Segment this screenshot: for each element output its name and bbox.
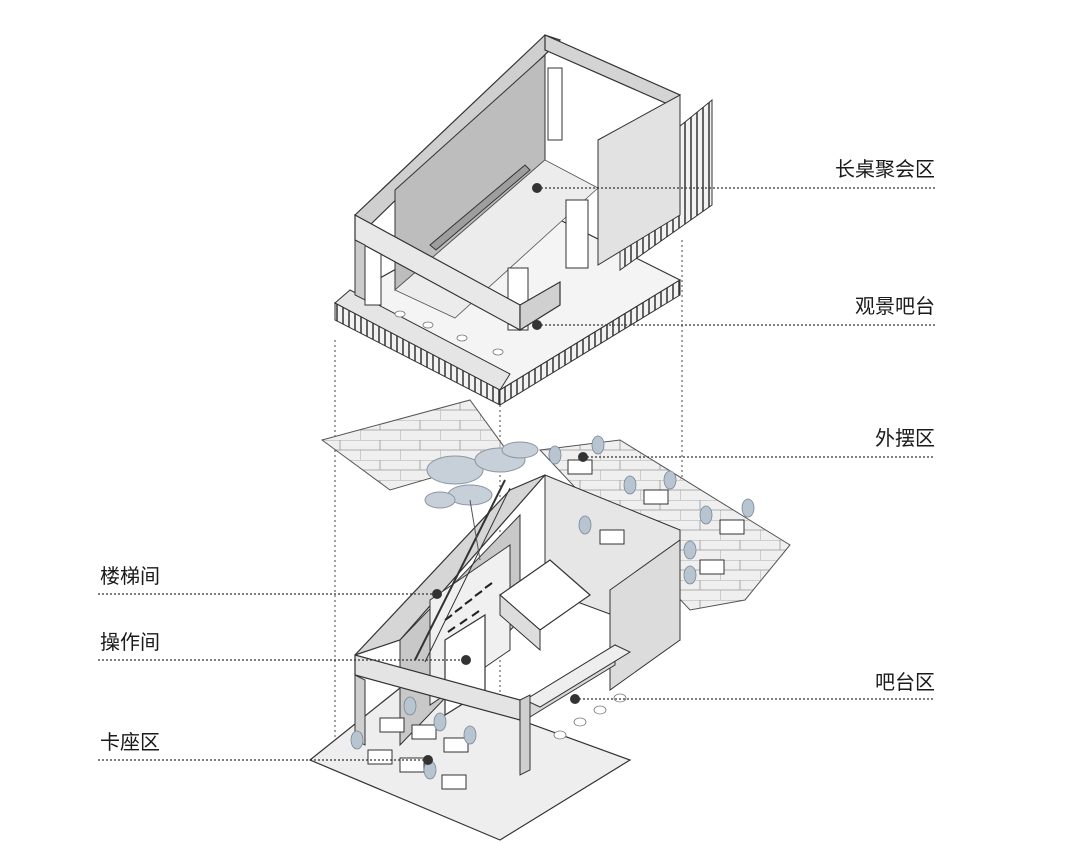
label-bar-area: 吧台区: [875, 670, 935, 694]
dot-view-bar: [532, 320, 542, 330]
dot-bar-area: [570, 694, 580, 704]
label-stairwell: 楼梯间: [100, 564, 160, 588]
label-booth-area: 卡座区: [100, 730, 160, 754]
dot-operation: [461, 655, 471, 665]
ground-level: [308, 399, 791, 841]
outdoor-furniture: [548, 435, 755, 585]
dot-stairwell: [432, 589, 442, 599]
leader-lines: [98, 187, 935, 761]
upper-level: [333, 34, 713, 406]
label-view-bar: 观景吧台: [855, 294, 935, 318]
dot-outdoor: [578, 452, 588, 462]
label-outdoor-area: 外摆区: [875, 426, 935, 450]
label-long-table-area: 长桌聚会区: [835, 157, 935, 181]
tree: [424, 441, 539, 561]
label-operation-room: 操作间: [100, 630, 160, 654]
dot-booth: [423, 755, 433, 765]
leader-dots: [423, 183, 588, 765]
dot-long-table: [532, 183, 542, 193]
